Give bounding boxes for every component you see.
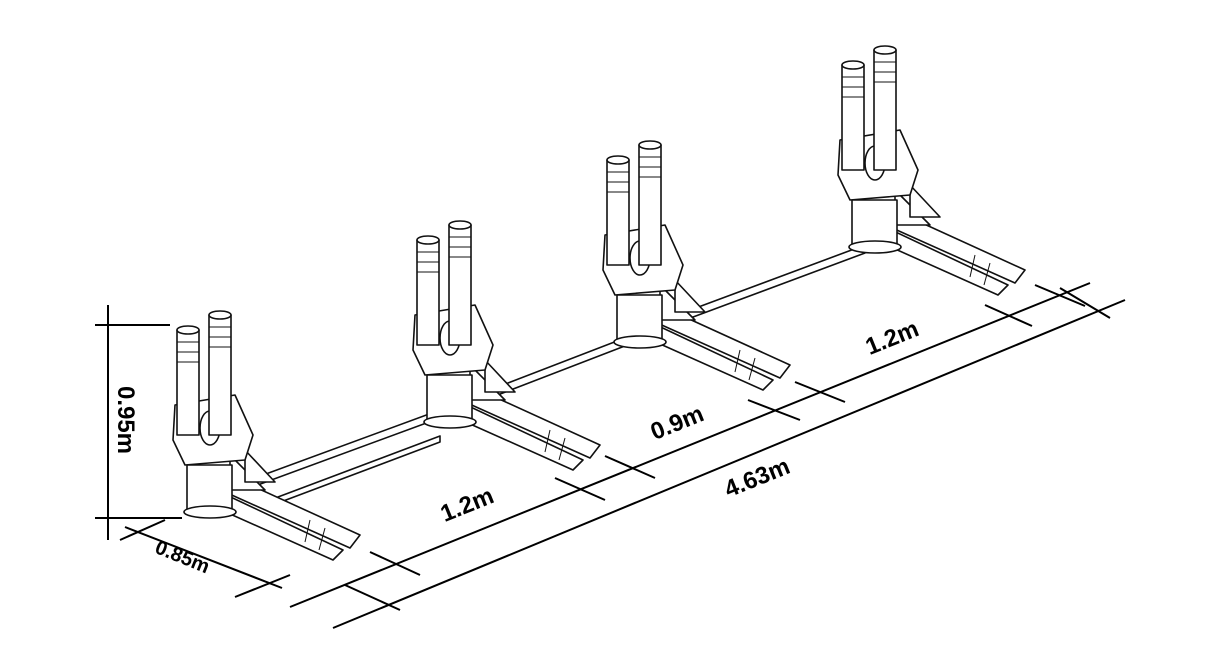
total-length-label: 4.63m bbox=[721, 453, 794, 504]
spacing-2-label: 0.9m bbox=[647, 400, 708, 446]
rack-stand-3 bbox=[602, 140, 791, 391]
height-dimension: 0.95m bbox=[95, 305, 182, 540]
connecting-bars bbox=[254, 244, 866, 507]
spacing-1-label: 1.2m bbox=[437, 482, 498, 528]
rack-stand-4 bbox=[837, 45, 1026, 296]
depth-dimension: 0.85m bbox=[119, 519, 291, 598]
depth-label: 0.85m bbox=[152, 537, 213, 579]
rack-stand-2 bbox=[412, 220, 601, 471]
rack-stand-1 bbox=[172, 310, 361, 561]
height-label: 0.95m bbox=[112, 386, 139, 454]
